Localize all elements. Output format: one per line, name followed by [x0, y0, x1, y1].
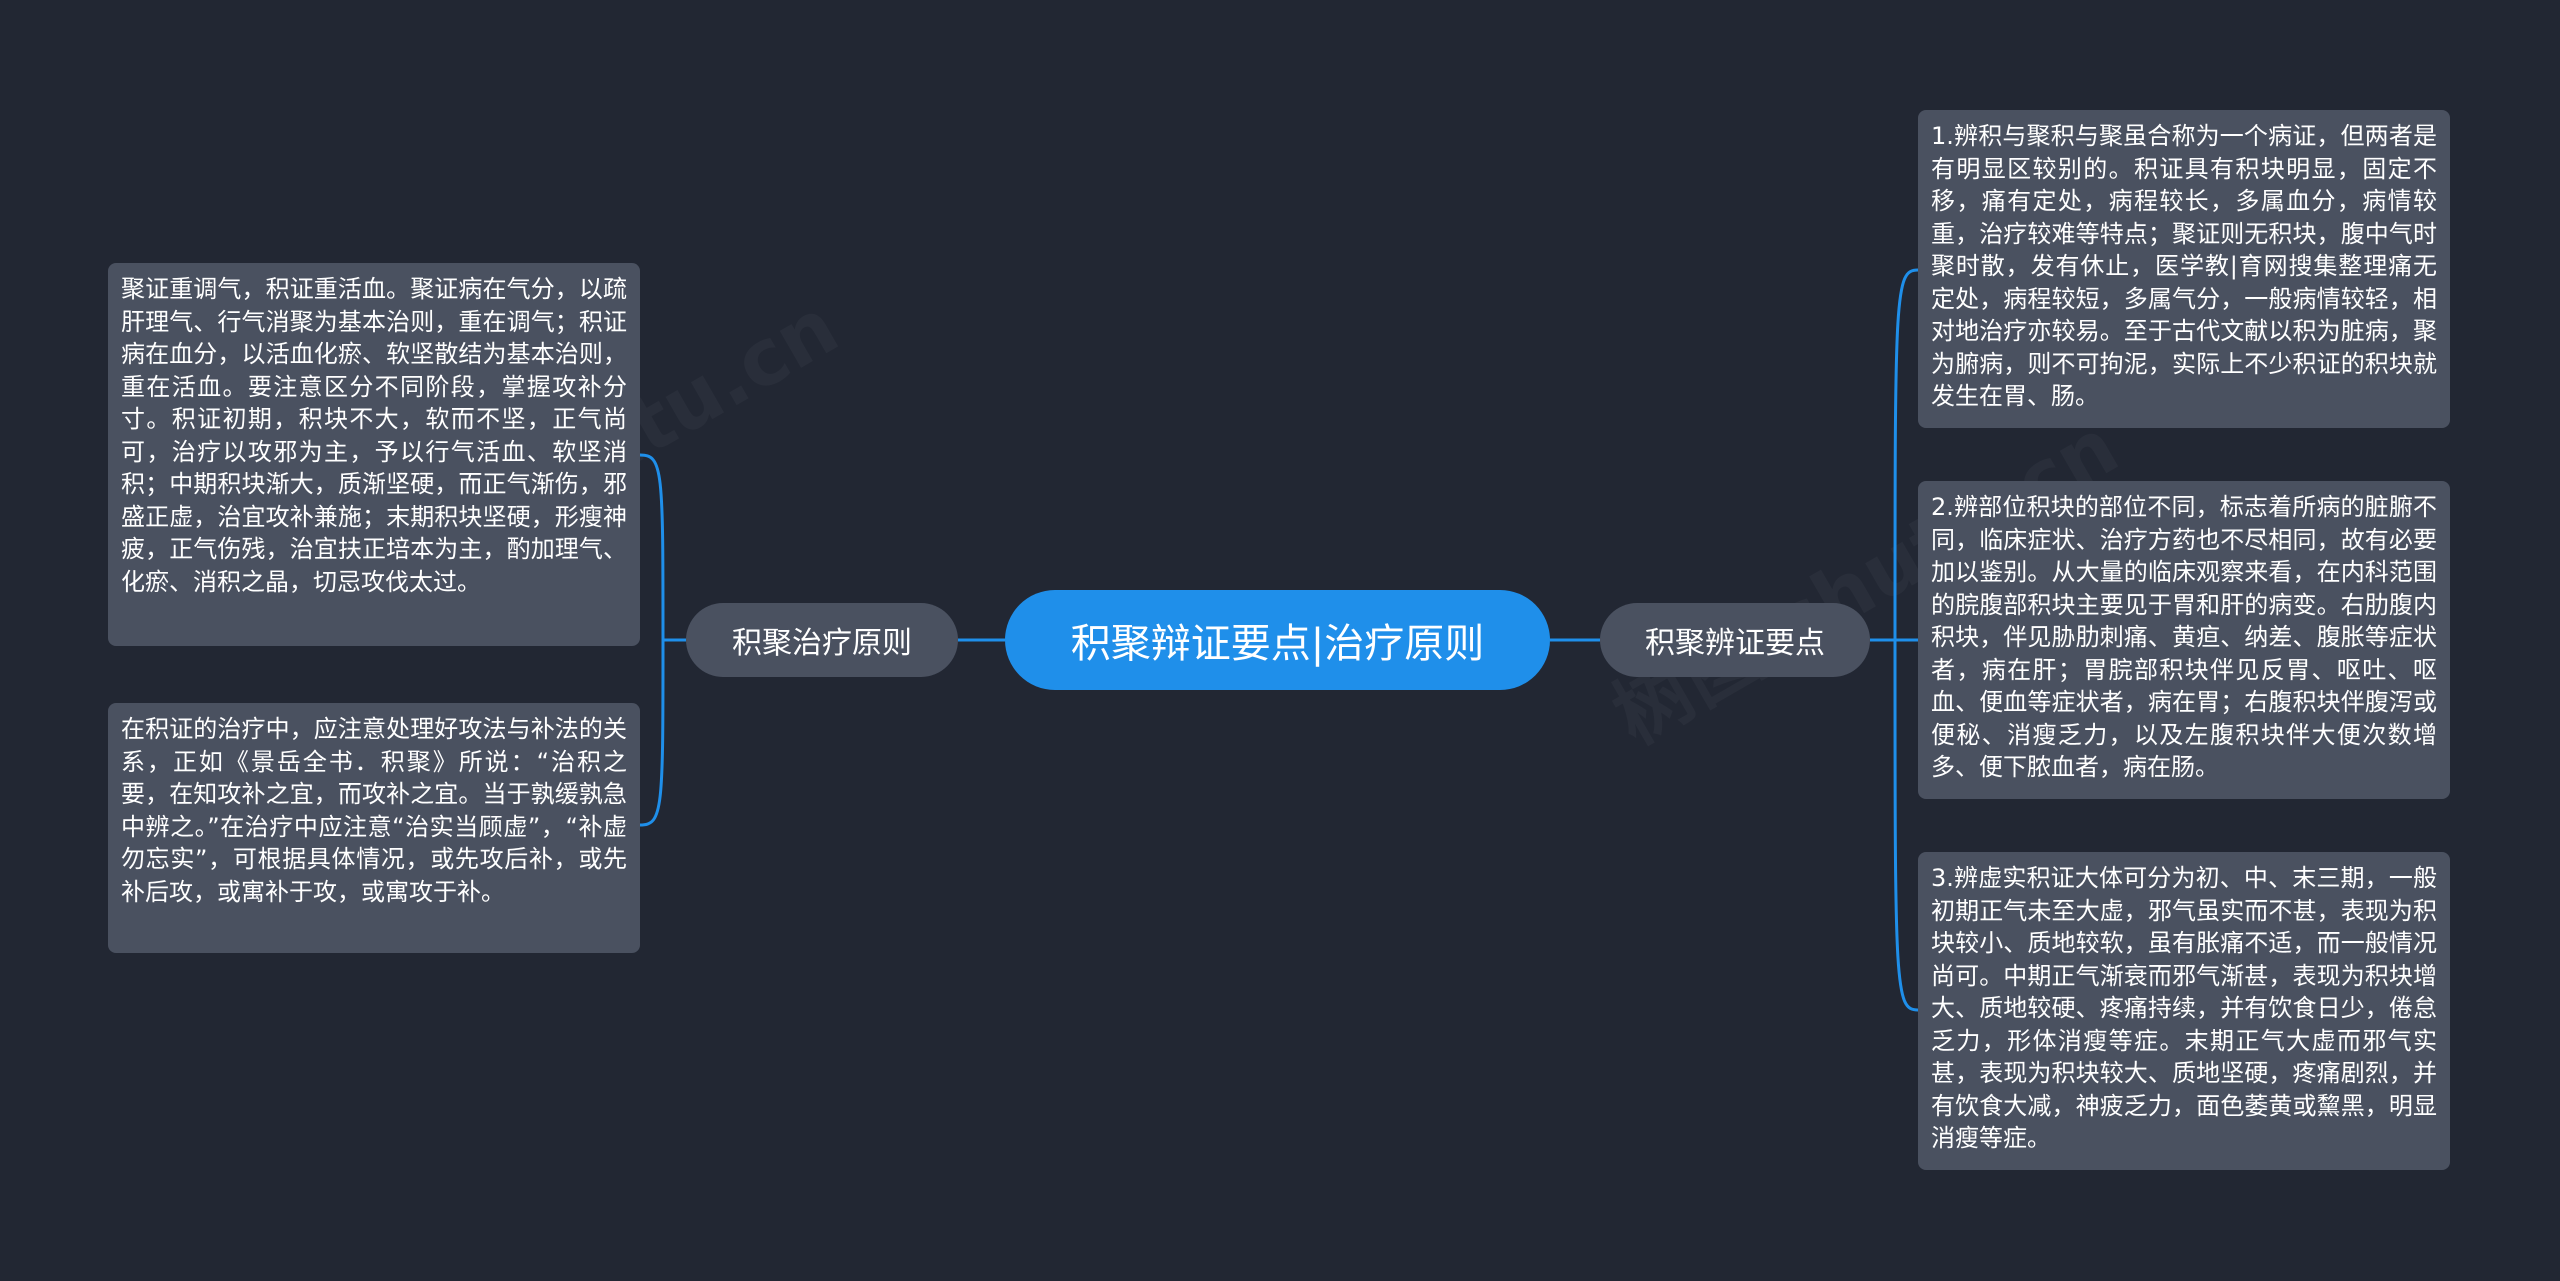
- leaf-distinguish-ji-ju[interactable]: 1.辨积与聚积与聚虽合称为一个病证，但两者是有明显区较别的。积证具有积块明显，固…: [1918, 110, 2450, 428]
- leaf-treatment-stages[interactable]: 聚证重调气，积证重活血。聚证病在气分，以疏肝理气、行气消聚为基本治则，重在调气；…: [108, 263, 640, 646]
- leaf-distinguish-location[interactable]: 2.辨部位积块的部位不同，标志着所病的脏腑不同，临床症状、治疗方药也不尽相同，故…: [1918, 481, 2450, 799]
- connector-left-leaf-2: [639, 639, 665, 827]
- branch-treatment-principles[interactable]: 积聚治疗原则: [686, 603, 958, 677]
- root-node[interactable]: 积聚辩证要点|治疗原则: [1005, 590, 1550, 690]
- connector-right-leaf-3: [1893, 639, 1919, 1012]
- leaf-distinguish-deficiency-excess[interactable]: 3.辨虚实积证大体可分为初、中、末三期，一般初期正气未至大虚，邪气虽实而不甚，表…: [1918, 852, 2450, 1170]
- connector-left-leaf-1: [639, 453, 665, 641]
- branch-differentiation-points[interactable]: 积聚辨证要点: [1600, 603, 1870, 677]
- connector-right-leaf-1: [1893, 268, 1919, 641]
- leaf-attack-tonify-relation[interactable]: 在积证的治疗中，应注意处理好攻法与补法的关系，正如《景岳全书．积聚》所说：“治积…: [108, 703, 640, 953]
